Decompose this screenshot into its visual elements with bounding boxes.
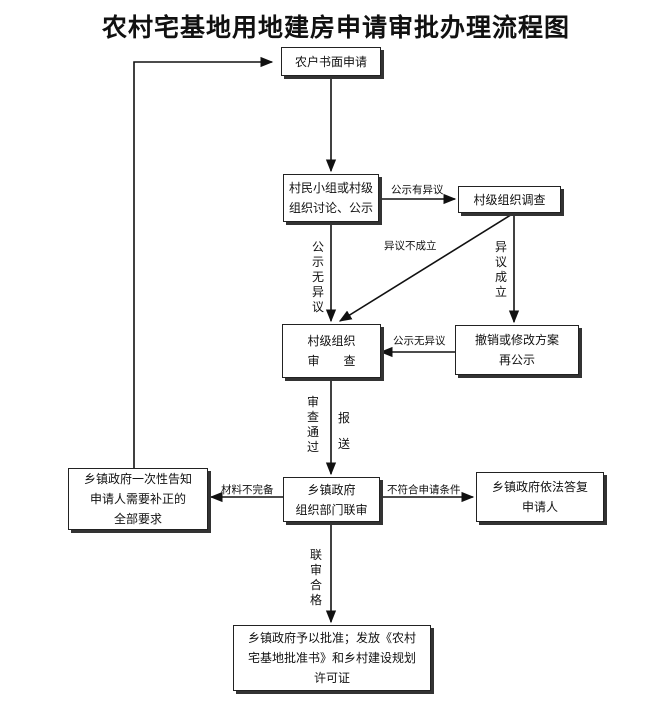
edge-label-objection-rejected: 异议不成立 <box>384 240 437 252</box>
node-approval-line3: 许可证 <box>313 671 350 685</box>
edge-label-review-passed: 审查通过 <box>306 395 319 454</box>
edge-label-objection-upheld: 异议成立 <box>494 240 507 299</box>
node-joint-review-line2: 组织部门联审 <box>295 502 368 517</box>
node-joint-review: 乡镇政府 组织部门联审 <box>283 477 380 522</box>
node-revoke-line1: 撤销或修改方案 <box>474 333 559 347</box>
page-title: 农村宅基地用地建房申请审批办理流程图 <box>101 13 570 42</box>
edge-label-republic-no-objection: 公示无异议 <box>393 335 446 347</box>
node-application-label: 农户书面申请 <box>294 54 367 69</box>
node-reply: 乡镇政府依法答复 申请人 <box>476 472 604 522</box>
node-review: 村级组织 审 查 <box>282 324 381 378</box>
node-approval-line1: 乡镇政府予以批准；发放《农村 <box>247 631 416 645</box>
node-review-line2: 审 查 <box>307 354 356 368</box>
node-investigation: 村级组织调查 <box>458 186 561 213</box>
node-discussion: 村民小组或村级 组织讨论、公示 <box>283 174 379 222</box>
edge-label-submit: 报送 <box>337 411 350 451</box>
node-approval: 乡镇政府予以批准；发放《农村 宅基地批准书》和乡村建设规划 许可证 <box>233 625 431 691</box>
arrow-investigation-to-review <box>338 212 515 322</box>
edge-label-incomplete: 材料不完备 <box>221 484 274 496</box>
node-discussion-line2: 组织讨论、公示 <box>288 201 373 215</box>
node-notify-line2: 申请人需要补正的 <box>89 492 186 506</box>
edge-label-objection: 公示有异议 <box>391 184 444 196</box>
node-reply-line2: 申请人 <box>521 500 558 514</box>
node-discussion-line1: 村民小组或村级 <box>288 181 373 195</box>
node-notify-line1: 乡镇政府一次性告知 <box>83 472 192 486</box>
node-revoke-line2: 再公示 <box>498 353 535 367</box>
node-approval-line2: 宅基地批准书》和乡村建设规划 <box>247 651 416 665</box>
arrow-notify-to-application <box>133 56 274 468</box>
edge-label-ineligible: 不符合申请条件 <box>387 484 461 496</box>
node-application: 农户书面申请 <box>281 47 381 76</box>
node-notify-line3: 全部要求 <box>113 512 162 526</box>
edge-label-qualified: 联审合格 <box>309 548 322 607</box>
node-review-line1: 村级组织 <box>307 334 356 348</box>
node-notify: 乡镇政府一次性告知 申请人需要补正的 全部要求 <box>68 468 208 530</box>
node-investigation-label: 村级组织调查 <box>473 192 546 207</box>
node-revoke-republic: 撤销或修改方案 再公示 <box>455 325 579 375</box>
node-joint-review-line1: 乡镇政府 <box>307 482 356 497</box>
node-reply-line1: 乡镇政府依法答复 <box>491 480 588 494</box>
edge-label-no-objection: 公示无异议 <box>311 240 324 314</box>
